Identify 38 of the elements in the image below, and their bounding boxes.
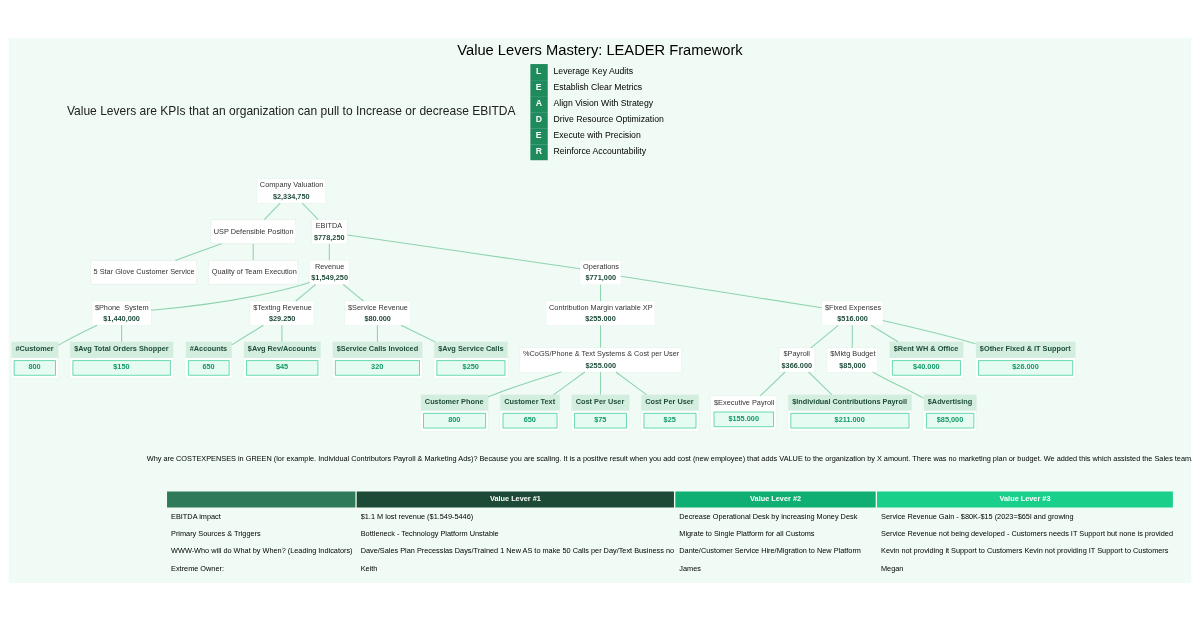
label: Reinforce Accountability — [553, 145, 647, 156]
label: R — [535, 145, 542, 156]
label: $1.1 M lost revenue ($1.549-5446) — [360, 511, 474, 521]
label: D — [535, 113, 542, 124]
label: Drive Resource Optimization — [553, 113, 664, 124]
diagram-title: Value Levers Mastery: LEADER Framework — [457, 41, 743, 58]
label: Extreme Owner: — [171, 563, 224, 573]
label: Value Lever #3 — [999, 493, 1051, 503]
label: Dante/Customer Service Hire/Migration to New Platform — [679, 545, 861, 555]
label: EBITDA impact — [171, 511, 221, 521]
label: James — [679, 563, 701, 573]
label: Value Lever #2 — [750, 493, 802, 503]
label: Value Lever #1 — [489, 493, 541, 503]
node-text: %CoGS/Phone & Text Systems & Cost per User $255.000 — [523, 348, 680, 370]
node-text: $Advertising $85,000 — [927, 396, 973, 424]
label: Value Levers are KPIs that an organization can pull to Increase or decrease EBITDA — [66, 103, 516, 118]
label: Megan — [881, 563, 904, 573]
label: Dave/Sales Plan Precesslas Days/Trained 1 New AS to make 50 Calls per Day/Text Business no — [360, 545, 675, 555]
label: Service Revenue Gain - $80K-$15 (2023=$65l and growing — [881, 511, 1074, 521]
label: Migrate to Single Platform for all Customs — [679, 528, 815, 538]
label: Keith — [360, 563, 378, 573]
label: E — [535, 129, 542, 140]
label: Leverage Key Audits — [553, 65, 634, 76]
label: Kevin not providing it Support to Customers Kevin not providing IT Support to Customers — [881, 545, 1169, 555]
label: L — [536, 65, 542, 76]
node-text: $Service Calls Invoiced 320 — [336, 343, 419, 371]
label: Bottleneck - Technology Platform Unstable — [360, 528, 499, 538]
label: Service Revenue not being developed - Customers needs IT Support but none is provided — [881, 528, 1173, 538]
label: Primary Sources & Triggers — [171, 528, 261, 538]
label: Align Vision With Strategy — [553, 97, 654, 108]
label: Execute with Precision — [553, 129, 641, 140]
node-text: $Avg Total Orders Shopper $150 — [74, 343, 169, 371]
label: E — [535, 81, 542, 92]
label: Establish Clear Metrics — [553, 81, 643, 92]
label: Decrease Operational Desk by increasing Money Desk — [679, 511, 858, 521]
label: WWW-Who will do What by When? (Leading Indicators) — [171, 545, 353, 555]
label: Why are COSTEXPENSES in GREEN (lor example. Individual Contributors Payroll & Marketing Ads)? Because you are scaling. It is a positive result when you add cost (new employee) that adds VALUE to the organization by X amount. There was no marketing plan or budget. We added this which assisted the Sales team. — [146, 453, 1194, 463]
label: A — [535, 97, 542, 108]
